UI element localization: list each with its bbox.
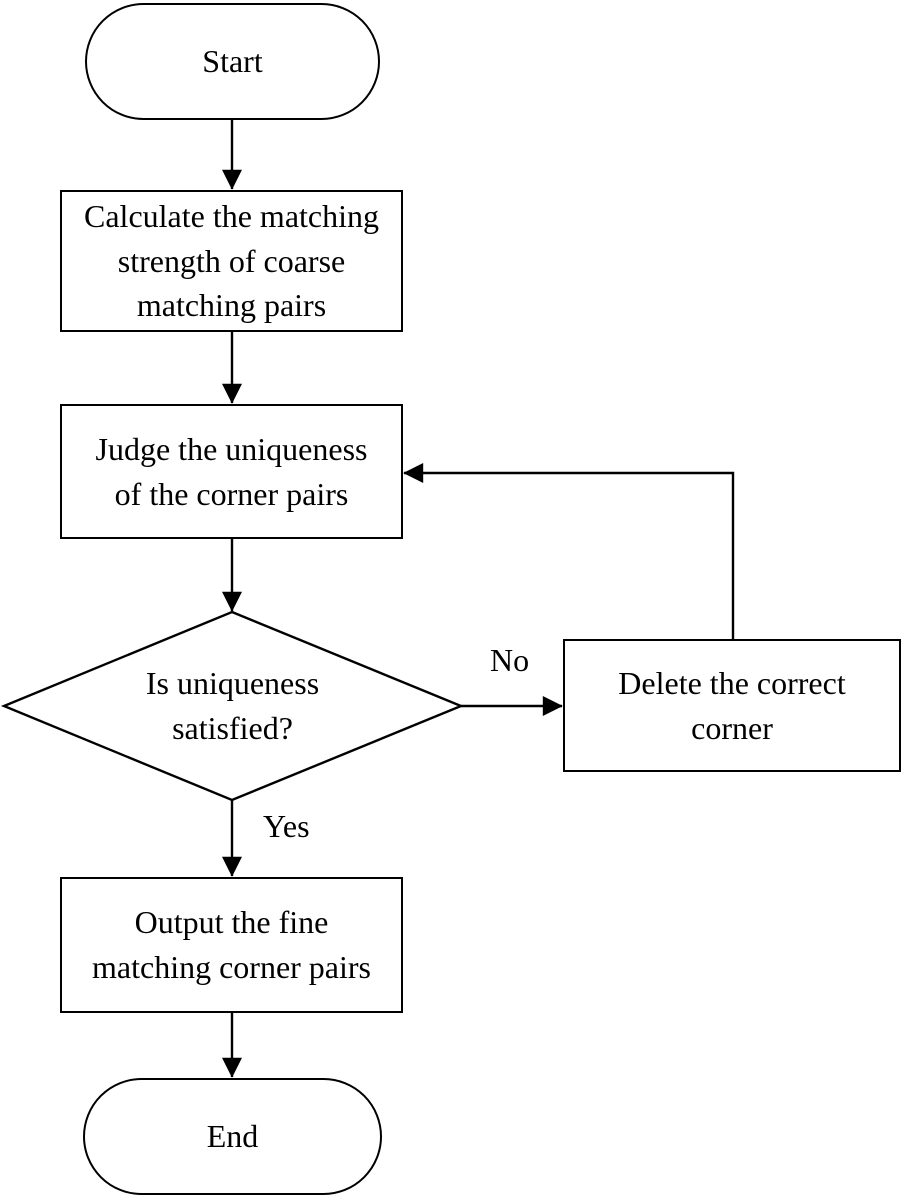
node-start: Start [85, 3, 380, 120]
node-start-label: Start [202, 43, 263, 80]
node-calculate-label: Calculate the matching strength of coars… [84, 197, 379, 324]
node-judge-label: Judge the uniqueness of the corner pairs [95, 430, 368, 512]
node-output: Output the fine matching corner pairs [60, 877, 403, 1013]
node-delete-label: Delete the correct corner [618, 664, 846, 746]
node-decision: Is uniqueness satisfied? [4, 612, 461, 800]
node-decision-label: Is uniqueness satisfied? [145, 665, 320, 746]
node-calculate: Calculate the matching strength of coars… [60, 190, 403, 332]
node-end: End [83, 1078, 382, 1195]
edge-delete-judge-feedback [403, 463, 735, 639]
node-delete: Delete the correct corner [563, 639, 901, 772]
node-judge: Judge the uniqueness of the corner pairs [60, 404, 403, 539]
node-end-label: End [206, 1118, 259, 1155]
edge-label-no: No [490, 642, 530, 678]
edge-label-yes: Yes [263, 808, 310, 844]
node-output-label: Output the fine matching corner pairs [92, 904, 371, 985]
